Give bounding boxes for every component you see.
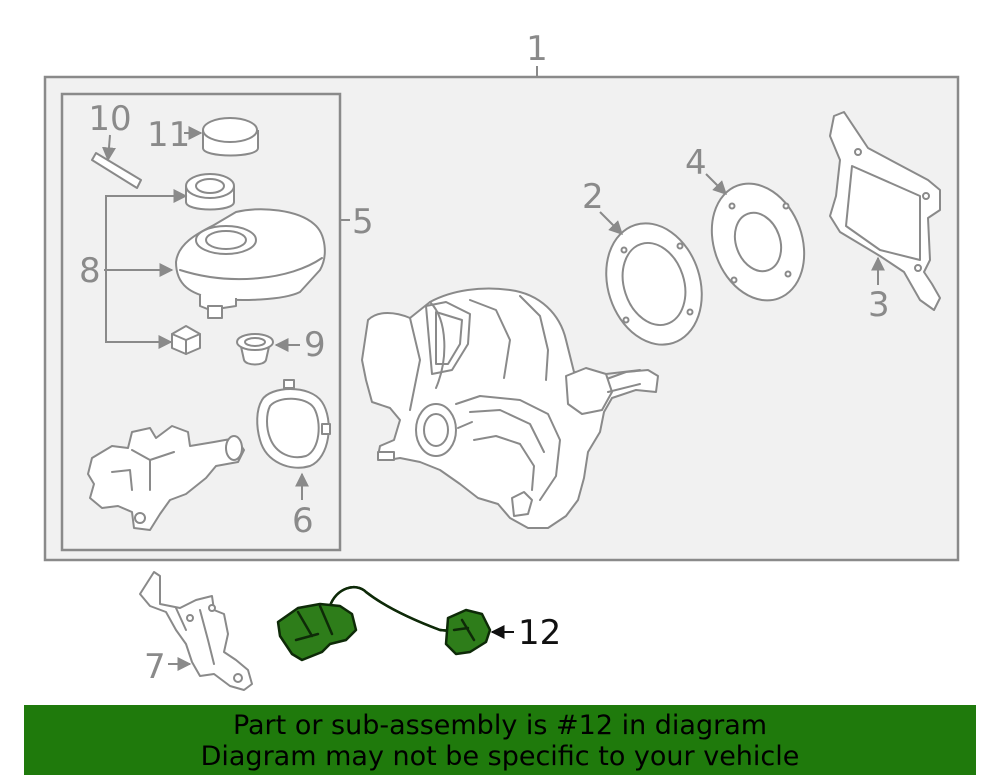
callout-10: 10 xyxy=(88,99,131,139)
part-10-pin xyxy=(91,152,142,189)
callout-4-leader xyxy=(705,173,727,195)
part-3-gasket xyxy=(829,111,941,311)
part-12-harness xyxy=(276,586,492,662)
callout-3: 3 xyxy=(868,285,890,325)
callout-2: 2 xyxy=(582,177,604,217)
callout-12: 12 xyxy=(518,613,561,653)
part-9-grommet xyxy=(236,333,274,366)
callout-1: 1 xyxy=(526,29,548,69)
callout-8: 8 xyxy=(79,251,101,291)
callout-5: 5 xyxy=(352,202,374,242)
callout-9: 9 xyxy=(304,325,326,365)
master-cylinder xyxy=(87,425,245,531)
banner-line-2: Diagram may not be specific to your vehi… xyxy=(200,741,800,772)
banner-line-1: Part or sub-assembly is #12 in diagram xyxy=(232,710,768,741)
callout-4: 4 xyxy=(685,143,707,183)
notice-banner: Part or sub-assembly is #12 in diagram D… xyxy=(24,705,976,775)
part-8-reservoir xyxy=(175,208,326,319)
callout-11: 11 xyxy=(147,115,190,155)
part-2-gasket xyxy=(605,222,703,346)
part-4-plate xyxy=(710,182,806,302)
brake-booster xyxy=(361,287,659,529)
callout-10-leader xyxy=(102,134,116,162)
part-6-seal xyxy=(256,379,331,469)
part-11-cap xyxy=(202,117,259,157)
callout-7: 7 xyxy=(144,647,166,687)
part-8-strainer xyxy=(185,173,235,211)
callout-2-leader xyxy=(599,211,623,235)
callout-6: 6 xyxy=(292,501,314,541)
part-7-bracket xyxy=(139,571,253,691)
